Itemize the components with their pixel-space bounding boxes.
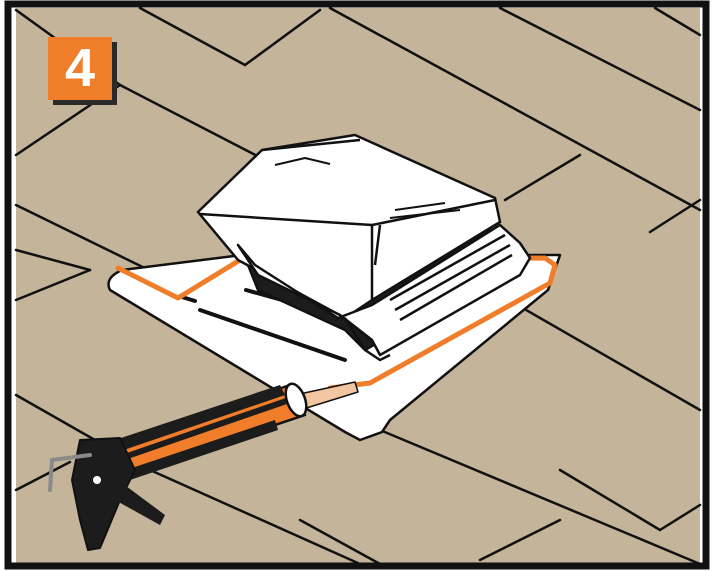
step-number-badge: 4 <box>48 37 112 100</box>
